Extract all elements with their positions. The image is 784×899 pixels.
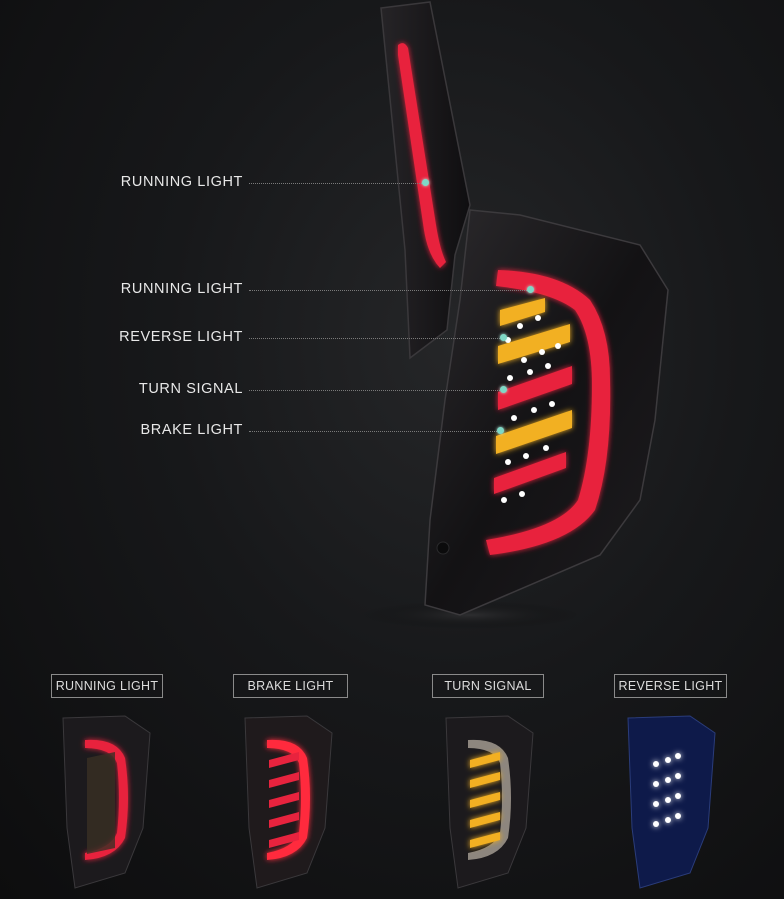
callout-label-running-lower: RUNNING LIGHT xyxy=(120,281,243,297)
callout-line xyxy=(249,183,424,184)
callout-label-running-upper: RUNNING LIGHT xyxy=(120,174,243,190)
mode-tag-reverse: REVERSE LIGHT xyxy=(614,674,727,698)
callout-dot xyxy=(497,427,504,434)
mounting-hole xyxy=(436,541,450,555)
led-bars xyxy=(494,298,572,494)
reverse-led-dots xyxy=(501,315,561,503)
mode-tag-running: RUNNING LIGHT xyxy=(51,674,163,698)
callout-dot xyxy=(500,386,507,393)
thumb-brake-light xyxy=(244,715,333,889)
callout-dot xyxy=(422,179,429,186)
callout-label-reverse: REVERSE LIGHT xyxy=(119,329,243,345)
thumb-reverse-light xyxy=(627,715,716,889)
main-lamp-housing xyxy=(424,209,669,616)
mode-tag-turn: TURN SIGNAL xyxy=(432,674,544,698)
callout-line xyxy=(249,290,529,291)
callout-line xyxy=(249,431,499,432)
callout-dot xyxy=(527,286,534,293)
callout-label-brake: BRAKE LIGHT xyxy=(140,422,243,438)
callout-line xyxy=(249,338,502,339)
upper-running-light-strip xyxy=(398,43,446,269)
mode-tag-brake: BRAKE LIGHT xyxy=(233,674,348,698)
tail-light-illustration xyxy=(360,1,669,629)
thumb-turn-signal xyxy=(445,715,534,889)
floor-reflection xyxy=(360,601,580,629)
callout-dot xyxy=(500,334,507,341)
thumb-running-light xyxy=(62,715,151,889)
callout-label-turn: TURN SIGNAL xyxy=(138,381,243,397)
callout-line xyxy=(249,390,502,391)
